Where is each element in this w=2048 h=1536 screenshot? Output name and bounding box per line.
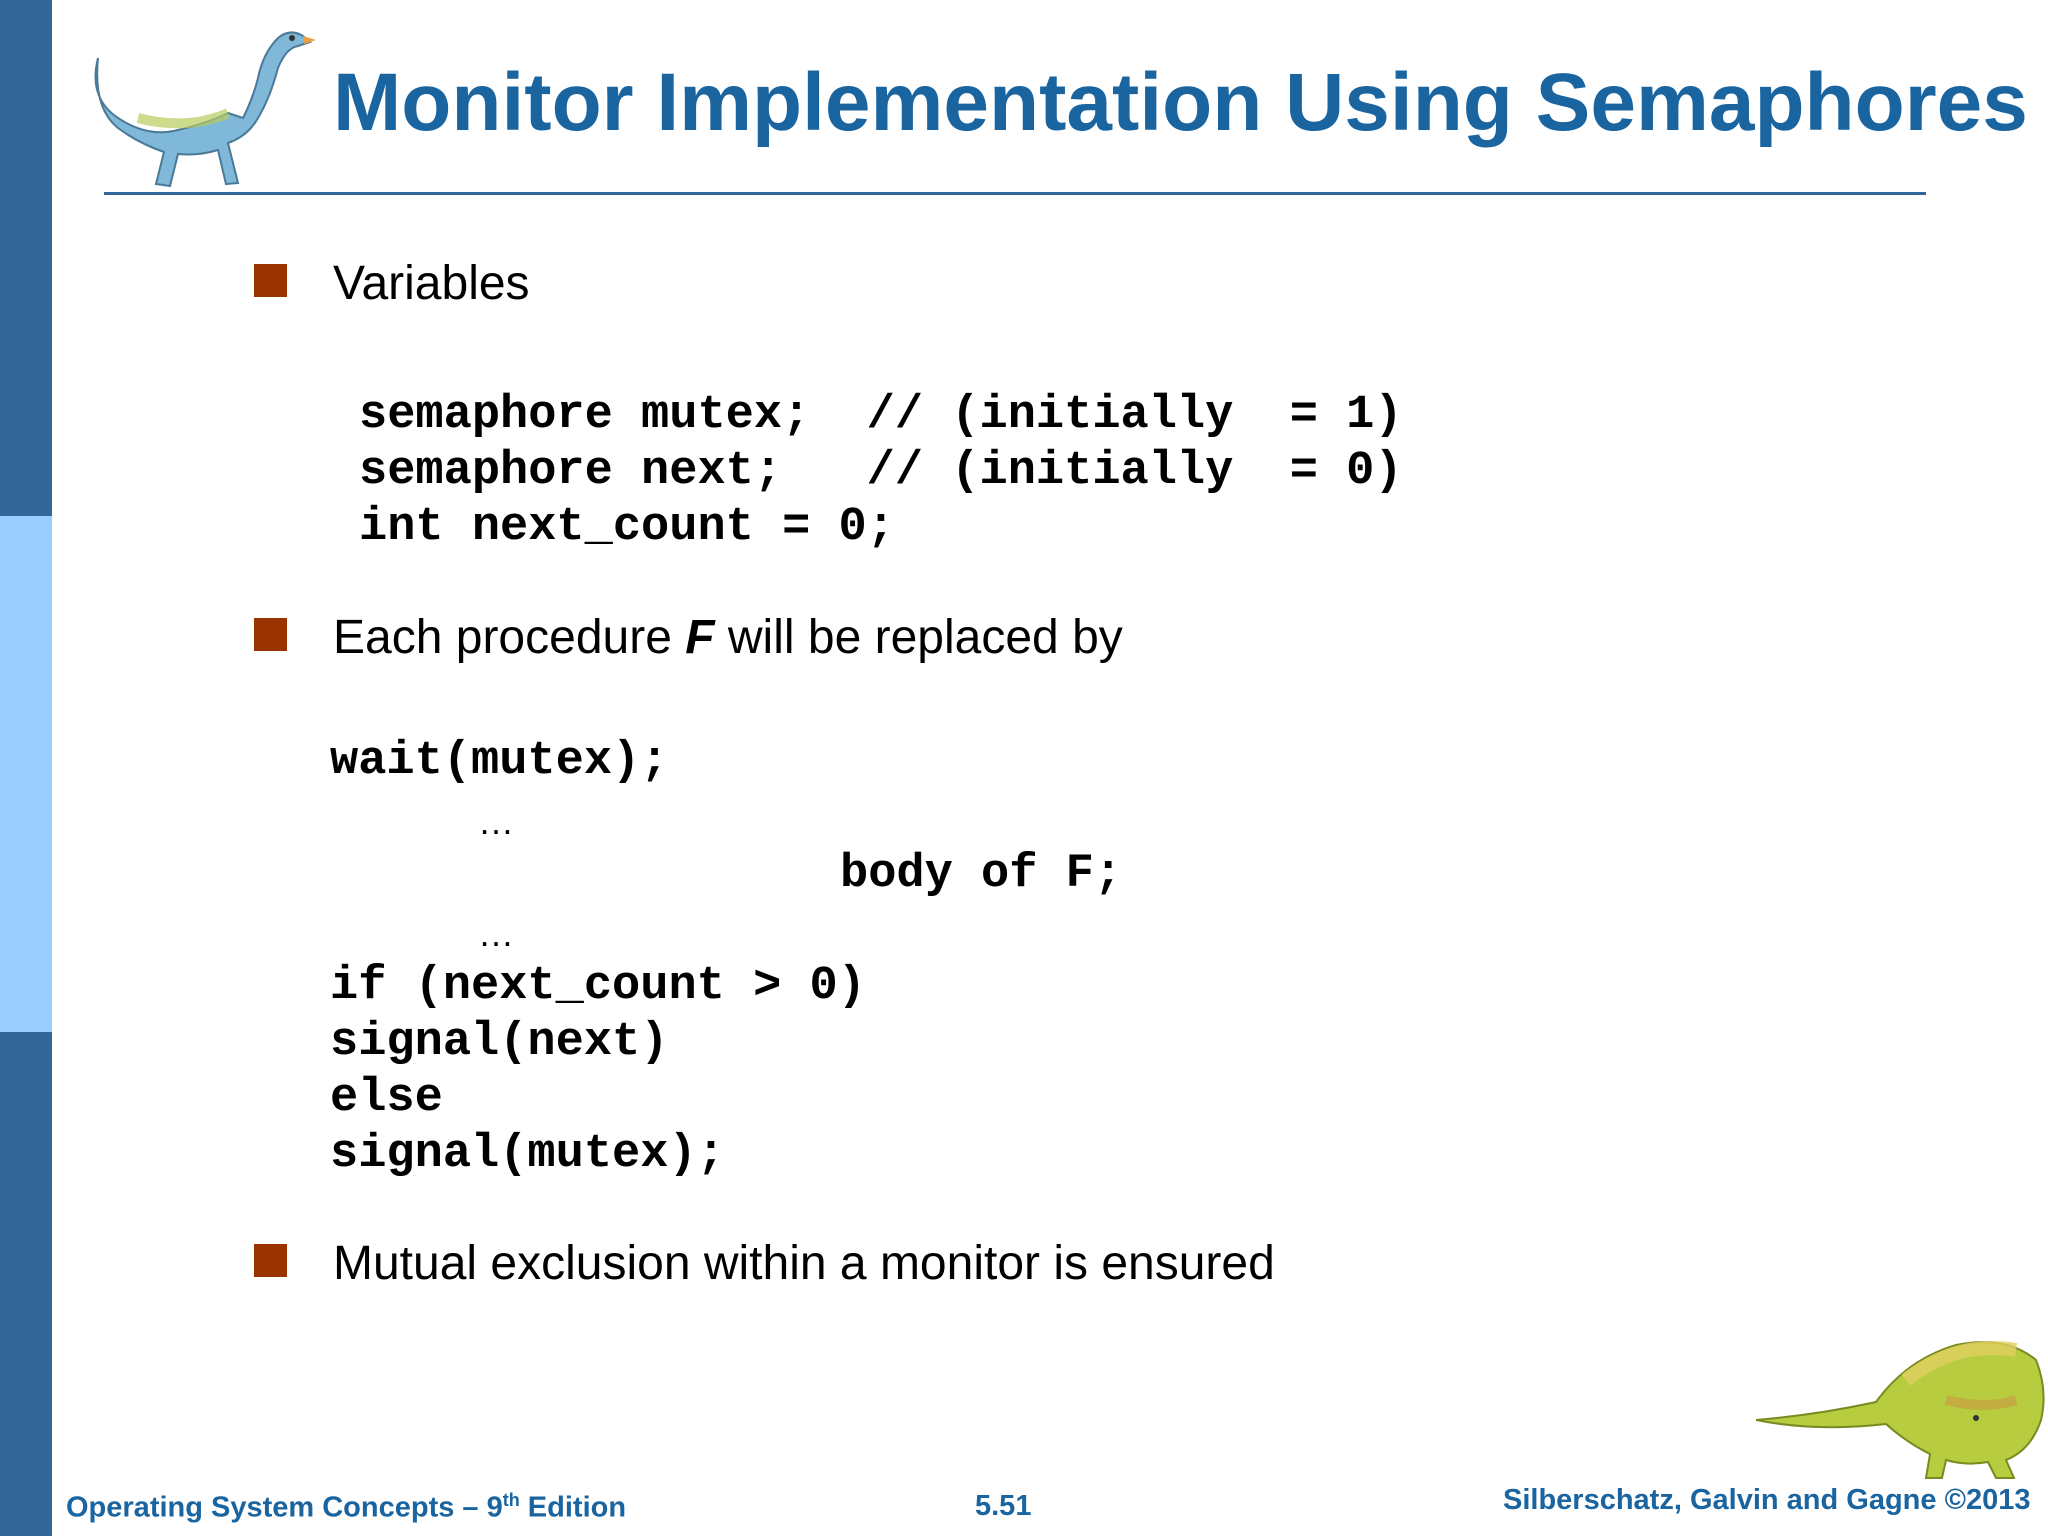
code-line: semaphore next; // (initially = 0) [359, 445, 1403, 498]
code-line: semaphore mutex; // (initially = 1) [359, 389, 1403, 442]
code-line: signal(mutex); [330, 1128, 725, 1181]
bullet-procedure-suffix: will be replaced by [714, 611, 1123, 664]
sidebar-band-bottom [0, 1032, 52, 1536]
code-line: int next_count = 0; [359, 501, 895, 554]
code-line: signal(next) [330, 1016, 669, 1069]
footer-copyright: Silberschatz, Galvin and Gagne ©2013 [1503, 1484, 2031, 1516]
ellipsis: … [478, 801, 514, 842]
dinosaur-logo-icon [94, 31, 316, 188]
slide-title: Monitor Implementation Using Semaphores [333, 57, 2028, 148]
footer-book-title: Operating System Concepts – 9th Edition [66, 1490, 626, 1525]
bullet-variables: Variables [333, 257, 530, 310]
bullet-mutual-exclusion: Mutual exclusion within a monitor is ens… [333, 1237, 1275, 1290]
sidebar-band-middle [0, 516, 52, 1032]
dinosaur-corner-icon [1756, 1341, 2045, 1479]
bullet-procedure-prefix: Each procedure [333, 611, 686, 664]
footer-edition-word: Edition [519, 1491, 627, 1524]
code-line: body of F; [840, 848, 1123, 901]
sidebar-band-top [0, 0, 52, 516]
bullet-square-icon [254, 1244, 287, 1277]
footer-book-title-text: Operating System Concepts – 9 [66, 1491, 503, 1524]
code-line: wait(mutex); [330, 735, 669, 788]
ellipsis: … [478, 913, 514, 954]
procedure-name: F [685, 611, 715, 664]
bullet-square-icon [254, 264, 287, 297]
code-line: if (next_count > 0) [330, 960, 866, 1013]
footer-slide-number: 5.51 [975, 1490, 1032, 1522]
code-line: else [330, 1072, 443, 1125]
footer-edition-superscript: th [502, 1490, 520, 1510]
bullet-procedure: Each procedure F will be replaced by [333, 611, 1123, 665]
bullet-square-icon [254, 618, 287, 651]
title-divider [104, 192, 1926, 195]
